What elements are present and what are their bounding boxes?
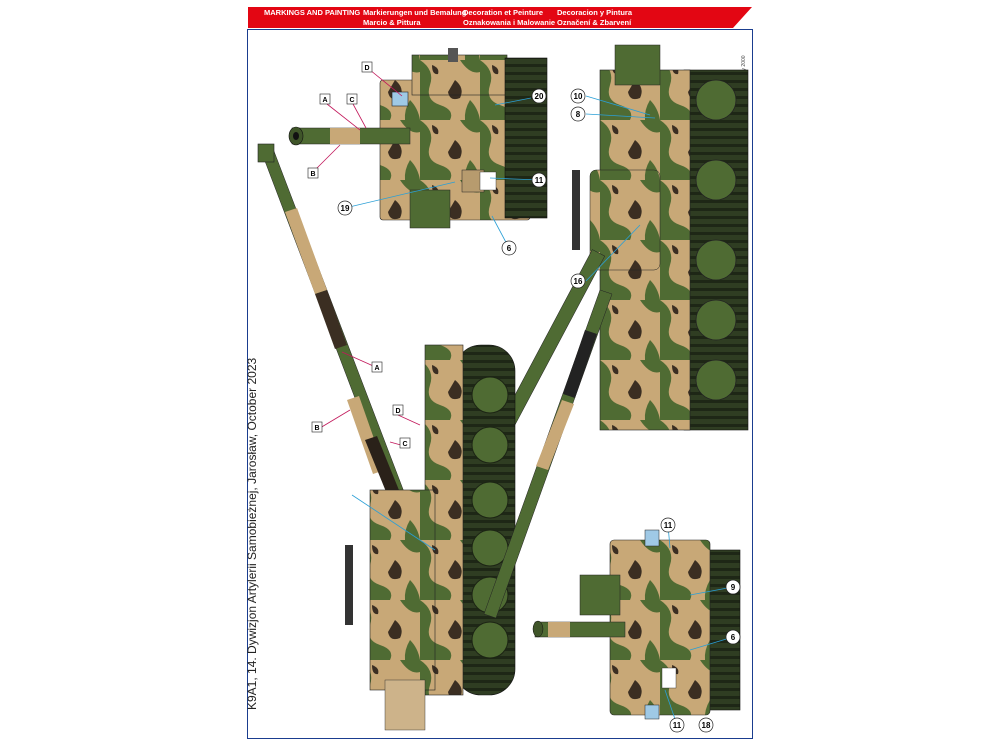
svg-text:16: 16 [574,277,583,286]
blue-leaders [344,95,734,726]
callout-11-bottom: 11 [669,717,685,733]
header-banner-shape [248,7,752,28]
callout-A-top: A [319,93,331,105]
sheet-frame [247,29,753,739]
header-col4-line2: Označení & Zbarvení [557,18,632,27]
header-col4: Decoracion y Pintura Označení & Zbarvení [557,8,632,28]
callout-11-front: 11 [531,172,547,188]
svg-text:C: C [402,441,407,448]
callout-D-side: D [392,404,404,416]
callout-9: 9 [725,579,741,595]
svg-text:C: C [349,97,354,104]
callout-A-side: A [371,361,383,373]
number-callouts: 20 11 19 6 10 8 16 11 9 6 11 18 [337,88,741,733]
callout-B-side: B [311,421,323,433]
callout-B-top: B [307,167,319,179]
callout-6-rear: 6 [725,629,741,645]
svg-text:D: D [395,408,400,415]
header-col1-line1: MARKINGS AND PAINTING [264,8,361,17]
callout-19: 19 [337,200,353,216]
callout-10: 10 [570,88,586,104]
header-col2-line2: Marcio & Pittura [363,18,421,27]
svg-text:11: 11 [673,721,682,730]
callout-6-front: 6 [501,240,517,256]
header-col3-line1: Decoration et Peinture [463,8,544,17]
svg-text:11: 11 [535,176,544,185]
header-banner: MARKINGS AND PAINTING Markierungen und B… [0,0,1000,34]
svg-text:A: A [374,365,379,372]
svg-text:B: B [310,171,315,178]
svg-text:18: 18 [702,721,711,730]
svg-text:20: 20 [535,92,544,101]
svg-text:8: 8 [576,110,581,119]
svg-text:10: 10 [574,92,583,101]
letter-callouts: A C D B A D B C [307,61,411,449]
header-col1: MARKINGS AND PAINTING [264,8,360,18]
side-view [345,344,516,731]
header-col3: Decoration et Peinture Oznakowania i Mal… [463,8,555,28]
rear-view [532,529,741,720]
callout-18: 18 [698,717,714,733]
callout-20: 20 [531,88,547,104]
svg-text:11: 11 [664,521,673,530]
right-long-barrel [483,289,613,619]
callout-C-top: C [346,93,358,105]
svg-text:9: 9 [731,583,736,592]
callout-11-rear: 11 [660,517,676,533]
svg-text:B: B [314,425,319,432]
header-col2-line1: Markierungen und Bemalung [363,8,467,17]
svg-text:D: D [364,65,369,72]
svg-text:19: 19 [341,204,350,213]
header-col4-line1: Decoracion y Pintura [557,8,633,17]
front-view [288,48,548,229]
svg-text:A: A [322,97,327,104]
callout-8: 8 [570,106,586,122]
svg-text:6: 6 [507,244,512,253]
callout-D-top: D [361,61,373,73]
header-col3-line2: Oznakowania i Malowanie [463,18,556,27]
callout-16: 16 [570,273,586,289]
callout-C-side: C [399,437,411,449]
svg-text:6: 6 [731,633,736,642]
header-col2: Markierungen und Bemalung Marcio & Pittu… [363,8,466,28]
